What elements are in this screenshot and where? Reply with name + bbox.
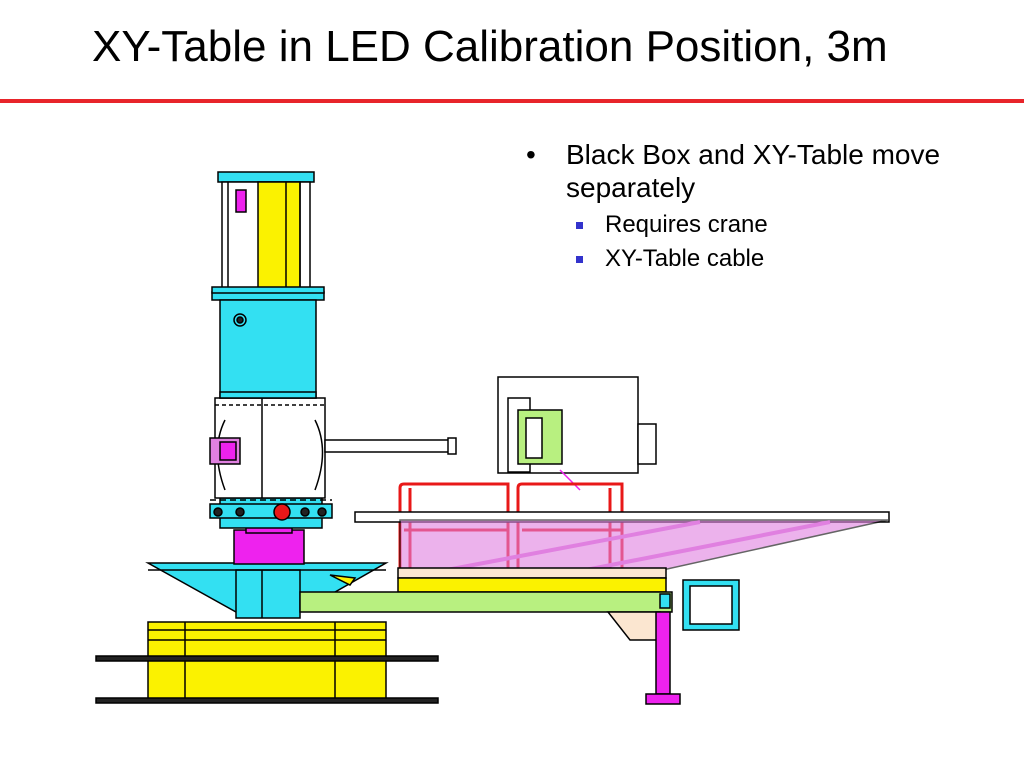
bullet-dot-icon: •: [526, 139, 536, 170]
sub-bullet-text: Requires crane: [605, 211, 768, 238]
bullet-item: • Black Box and XY-Table move separately: [522, 138, 992, 204]
bullet-text: Black Box and XY-Table move separately: [566, 139, 941, 203]
green-beam: [299, 591, 673, 641]
base-drum: [95, 621, 439, 704]
title-rule: [0, 99, 1024, 103]
sub-bullet-item: XY-Table cable: [576, 242, 992, 276]
magenta-collar: [233, 526, 305, 565]
black-box: [497, 376, 657, 491]
magenta-leg: [645, 611, 681, 705]
ring-with-knobs: [209, 497, 333, 529]
bullet-list: • Black Box and XY-Table move separately…: [522, 138, 992, 276]
white-sphere: [209, 397, 457, 499]
sub-bullet-item: Requires crane: [576, 208, 992, 242]
sub-bullet-text: XY-Table cable: [605, 245, 765, 272]
sub-bullet-list: Requires crane XY-Table cable: [576, 208, 992, 276]
square-bullet-icon: [576, 255, 583, 263]
yellow-top-frame: [211, 171, 325, 294]
square-bullet-icon: [576, 221, 583, 229]
pink-table-frame: [354, 511, 890, 593]
cyan-side-box: [682, 579, 740, 631]
slide-title: XY-Table in LED Calibration Position, 3m: [92, 22, 888, 71]
cyan-cylinder: [211, 291, 325, 399]
